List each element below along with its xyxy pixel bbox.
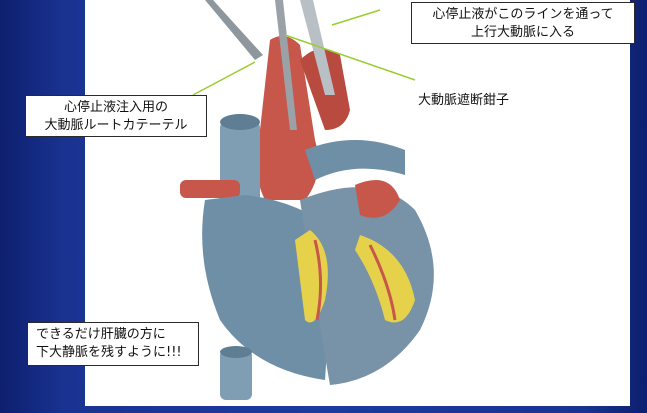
cardioplegia-route-callout: 心停止液がこのラインを通って 上行大動脈に入る [411,2,635,44]
ivc-note-line1: できるだけ肝臓の方に [36,326,190,344]
right-pulmonary-vessel [180,180,240,198]
ivc-opening [220,346,252,358]
ivc-note-callout: できるだけ肝臓の方に 下大静脈を残すように!!! [27,322,199,366]
root-catheter-line2: 大動脈ルートカテーテル [34,117,198,135]
cardioplegia-route-line1: 心停止液がこのラインを通って [420,6,626,24]
aortic-clamp-label: 大動脈遮断鉗子 [418,89,509,108]
pulmonary-artery [305,140,405,180]
callout-line-route [332,10,380,25]
root-catheter-line [205,0,263,60]
ivc-note-line2: 下大静脈を残すように!!! [36,344,190,362]
cardioplegia-route-line2: 上行大動脈に入る [420,24,626,42]
root-catheter-line1: 心停止液注入用の [34,99,198,117]
svc-opening [220,114,260,130]
root-catheter-callout: 心停止液注入用の 大動脈ルートカテーテル [25,95,207,137]
callout-line-catheter [193,62,255,95]
